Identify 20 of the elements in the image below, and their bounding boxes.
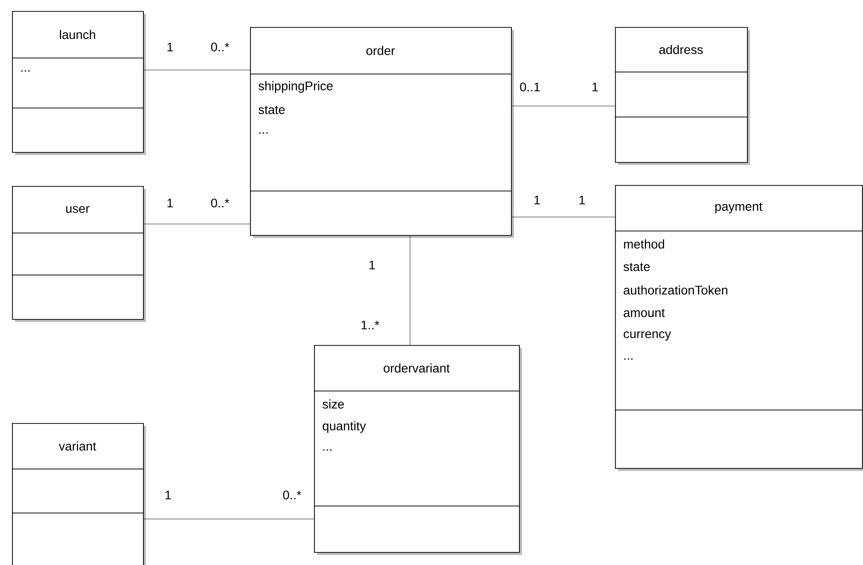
multiplicity-label: 1 — [168, 198, 173, 208]
class-box: address — [614, 27, 750, 165]
class-box: launch ... — [12, 11, 146, 155]
multiplicity-label: 0..* — [283, 490, 302, 500]
multiplicity-label: 0..* — [211, 42, 230, 52]
multiplicity-label: 0..* — [211, 198, 230, 208]
association-line — [144, 518, 314, 520]
multiplicity-label: 1 — [592, 82, 598, 92]
class-box: ordervariant size quantity ... — [314, 345, 522, 555]
multiplicity-label: 1 — [534, 196, 540, 204]
class-box: variant — [12, 423, 146, 565]
multiplicity-label: 1 — [166, 490, 171, 500]
multiplicity-label: 1 — [168, 42, 173, 52]
class-box: user — [12, 186, 146, 322]
multiplicity-label: 1 — [369, 260, 375, 270]
association-line — [512, 216, 616, 218]
class-box: payment method state authorizationToken amount currency ... — [614, 185, 863, 471]
class-box: order shippingPrice state ... — [250, 27, 514, 238]
multiplicity-label: 1..* — [362, 320, 380, 330]
multiplicity-label: 1 — [579, 196, 585, 204]
